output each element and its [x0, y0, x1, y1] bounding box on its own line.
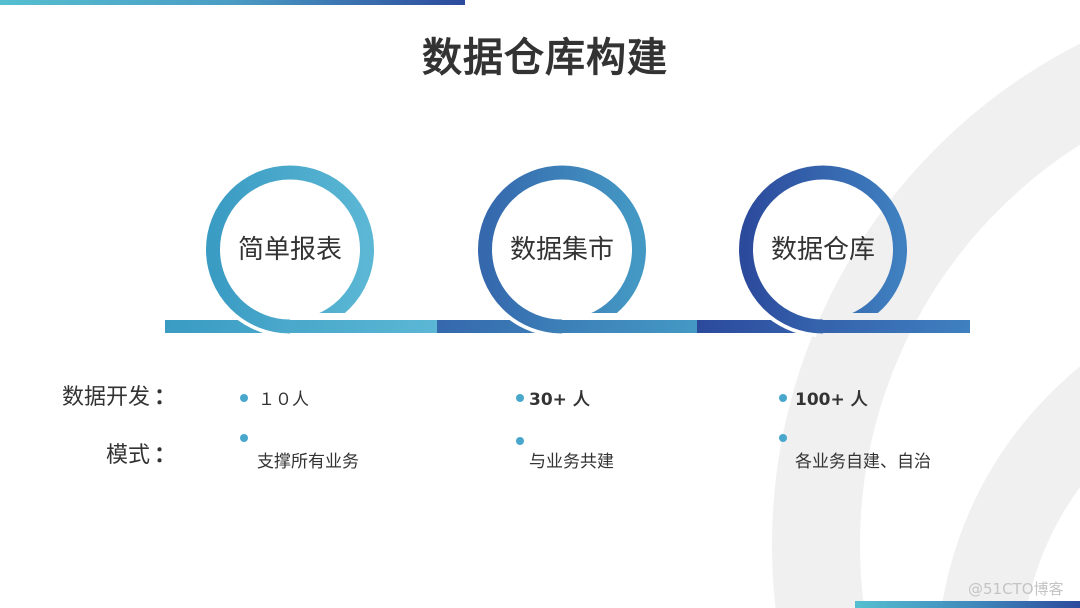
stage-label-data-mart: 数据集市 — [509, 235, 614, 265]
timeline-segment-2 — [437, 320, 697, 333]
team-size-simple-report: １０人 — [258, 390, 309, 410]
bullet-icon — [779, 394, 787, 402]
bullet-icon — [240, 434, 248, 442]
row-label-mode-text: 模式 — [105, 443, 150, 468]
bullet-icon — [240, 394, 248, 402]
background-arc-outer — [772, 43, 1080, 608]
bullet-icon — [516, 394, 524, 402]
watermark: @51CTO博客 — [968, 580, 1064, 598]
row-label-mode-colon: ： — [153, 443, 176, 468]
bullet-icon — [779, 434, 787, 442]
row-label-development-colon: ： — [153, 385, 176, 410]
mode-data-mart: 与业务共建 — [529, 452, 614, 472]
team-size-data-mart: 30+ 人 — [529, 390, 590, 410]
row-label-mode: 模式： — [56, 441, 176, 471]
stage-label-data-warehouse: 数据仓库 — [770, 235, 875, 265]
team-size-data-warehouse: 100+ 人 — [795, 390, 868, 410]
bottom-accent-bar — [855, 601, 1080, 608]
stage-ring-1 — [206, 165, 374, 334]
mode-data-warehouse: 各业务自建、自治 — [795, 452, 931, 472]
mode-simple-report: 支撑所有业务 — [257, 452, 359, 472]
row-label-development-text: 数据开发 — [61, 385, 150, 410]
page-title: 数据仓库构建 — [422, 35, 668, 81]
top-accent-bar — [0, 0, 465, 5]
bullet-icon — [516, 437, 524, 445]
row-label-development: 数据开发： — [56, 383, 176, 413]
stage-ring-3 — [739, 165, 907, 334]
stage-ring-2 — [478, 165, 646, 334]
timeline-segment-1 — [165, 320, 437, 333]
stage-label-simple-report: 简单报表 — [237, 235, 342, 265]
timeline-segment-3 — [697, 320, 970, 333]
